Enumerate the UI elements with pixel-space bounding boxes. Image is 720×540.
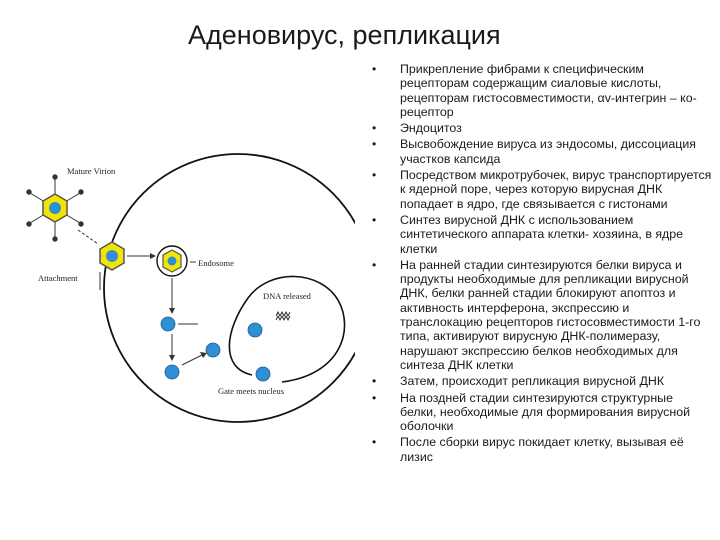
endosome-icon [156,245,188,277]
nucleus-membrane [228,275,346,383]
attached-virion-icon [99,241,125,271]
cell-membrane [103,153,355,423]
nuclear-pore-particle-icon [247,322,271,382]
bullet-text: Эндоцитоз [400,121,462,136]
bullet-text: После сборки вирус покидает клетку, вызы… [400,435,684,464]
bullet-text: Синтез вирусной ДНК с использованием син… [400,212,684,256]
bullet-marker: • [372,62,377,76]
bullet-item: • Посредством микротрубочек, вирус трансп… [372,168,712,211]
slide-title: Аденовирус, репликация [188,20,501,50]
bullet-text: Затем, происходит репликация вирусной ДН… [400,374,665,389]
bullet-marker: • [372,374,377,389]
bullet-item: • На поздней стадии синтезируются структу… [372,391,712,434]
bullet-text: На ранней стадии синтезируются белки вир… [400,257,701,372]
capsid-at-nucleus-icon [205,342,221,358]
released-capsid-icon [160,316,176,332]
bullet-marker: • [372,212,377,227]
bullet-item: • Затем, происходит репликация вирусной Д… [372,374,712,388]
bullet-marker: • [372,121,377,136]
bullet-text: Посредством микротрубочек, вирус транспо… [400,168,712,211]
bullet-item: • После сборки вирус покидает клетку, выз… [372,435,712,464]
bullet-text: На поздней стадии синтезируются структур… [400,390,691,434]
label-mature-virion: Mature Virion [67,166,116,176]
bullet-text: Высвобождение вируса из эндосомы, диссоц… [400,137,696,166]
label-attachment: Attachment [38,273,78,283]
bullet-marker: • [372,390,377,405]
bullet-item: • Синтез вирусной ДНК с использованием си… [372,213,712,256]
bullet-marker: • [372,168,377,183]
bullet-marker: • [372,435,377,450]
mature-virion-icon [26,174,84,242]
label-endosome: Endosome [198,258,234,268]
bullet-item: • На ранней стадии синтезируются белки ви… [372,258,712,372]
bullet-marker: • [372,257,377,272]
adenovirus-replication-diagram: Mature Virion Attachment Endosome [26,153,355,423]
label-dna-released: DNA released [263,291,312,301]
bullet-text: Прикрепление фибрами к специфическим рец… [400,62,697,119]
bullet-item: • Эндоцитоз [372,121,712,135]
bullet-item: • Прикрепление фибрами к специфическим ре… [372,62,712,119]
bullet-marker: • [372,137,377,152]
label-uncoating: Gate meets nucleus [218,386,284,396]
bullet-item: • Высвобождение вируса из эндосомы, диссо… [372,137,712,166]
dna-strand-icon [275,310,291,322]
bullet-list: • Прикрепление фибрами к специфическим ре… [372,62,712,466]
capsid-transport-icon [164,364,180,380]
